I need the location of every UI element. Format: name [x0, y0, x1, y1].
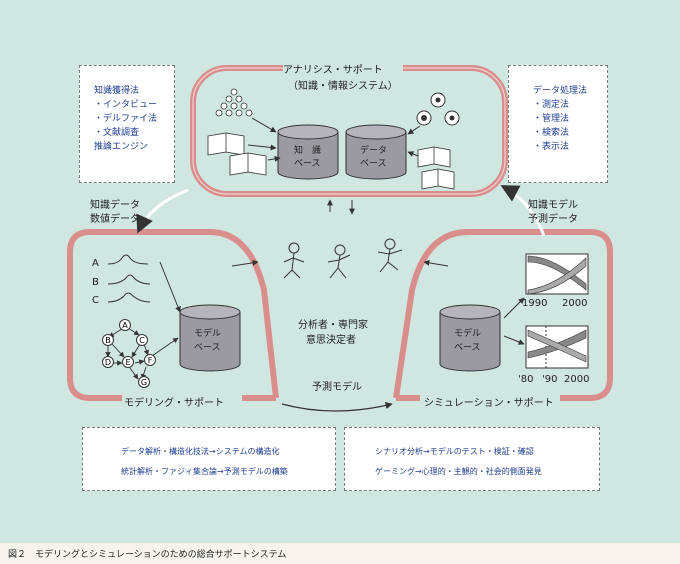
curve-label-a: A	[92, 258, 99, 269]
simulation-title: シミュレーション・サポート	[424, 398, 554, 409]
knowledge-base-label-2: ベース	[294, 159, 321, 169]
chart1-tick-1990: 1990	[522, 298, 548, 309]
graph-node-d: D	[102, 356, 114, 368]
analysis-subtitle: （知識・情報システム）	[288, 81, 398, 92]
svg-text:D: D	[105, 358, 111, 367]
knowledge-base-cylinder	[277, 124, 339, 180]
data-box-item: データ処理法	[533, 86, 588, 96]
right-flow-label-1: 知識モデル	[528, 200, 578, 211]
model-base-right-label-1: モデル	[454, 329, 482, 339]
right-flow-label-2: 予測データ	[528, 214, 578, 225]
data-base-cylinder	[345, 124, 407, 180]
chart2-tick-90: '90	[542, 374, 558, 385]
svg-text:C: C	[139, 336, 145, 345]
graph-node-a: A	[119, 319, 131, 331]
knowledge-methods-box: 知識獲得法 ・インタビュー ・デルファイ法 ・文献調査 推論エンジン	[79, 65, 175, 183]
svg-text:G: G	[141, 378, 147, 387]
sim-chart-1	[525, 253, 589, 295]
simulation-methods-line-2: ゲーミング→心理的・主観的・社会的側面発見	[375, 467, 542, 476]
graph-node-g: G	[138, 376, 150, 388]
knowledge-box-item: ・デルファイ法	[94, 114, 158, 124]
sim-chart-2	[525, 325, 589, 369]
knowledge-tree-icon	[215, 88, 253, 117]
model-base-left-label-1: モデル	[194, 329, 222, 339]
data-box-item: ・測定法	[533, 100, 570, 110]
analysis-arrows	[247, 117, 421, 215]
simulation-methods-box: シナリオ分析→モデルのテスト・検証・確認 ゲーミング→心理的・主観的・社会的側面…	[344, 427, 600, 491]
data-box-item: ・表示法	[533, 142, 570, 152]
curve-label-b: B	[92, 277, 99, 288]
analysis-title: アナリシス・サポート	[283, 65, 383, 76]
causal-graph-edges	[105, 327, 179, 380]
svg-text:E: E	[125, 358, 130, 367]
graph-node-f: F	[144, 354, 156, 366]
knowledge-box-item: ・文献調査	[94, 128, 140, 138]
flow-arrow-to-analysis	[500, 184, 546, 237]
knowledge-box-item: 知識獲得法	[94, 86, 140, 96]
data-base-label-1: データ	[360, 146, 388, 156]
chart2-tick-80: '80	[518, 374, 534, 385]
svg-text:B: B	[105, 336, 111, 345]
data-box-item: ・管理法	[533, 114, 570, 124]
modeling-title: モデリング・サポート	[124, 398, 224, 409]
chart2-tick-2000: 2000	[564, 374, 590, 385]
center-label-2: 意思決定者	[306, 335, 356, 346]
simulation-methods-line-1: シナリオ分析→モデルのテスト・検証・確認	[375, 447, 534, 456]
left-flow-label-2: 数値データ	[90, 214, 140, 225]
modeling-frame	[67, 229, 279, 401]
modeling-methods-line-2: 統計解析・ファジィ集合論→予測モデルの構築	[121, 467, 288, 476]
graph-node-b: B	[102, 334, 114, 346]
left-flow-label-1: 知識データ	[90, 200, 140, 211]
forecast-arrow	[281, 402, 393, 412]
flow-arrow-to-modeling	[136, 188, 189, 234]
figure-caption: 図２ モデリングとシミュレーションのための総合サポートシステム	[8, 550, 287, 560]
model-base-left-label-2: ベース	[194, 343, 221, 353]
model-base-cylinder-right	[439, 304, 501, 372]
data-box-item: ・検索法	[533, 128, 570, 138]
knowledge-base-label-1: 知 識	[294, 146, 322, 156]
curve-label-c: C	[92, 295, 99, 306]
graph-node-e: E	[122, 356, 134, 368]
graph-node-c: C	[136, 334, 148, 346]
model-base-right-label-2: ベース	[454, 343, 481, 353]
book-icon-2	[229, 152, 267, 176]
svg-text:A: A	[122, 321, 128, 330]
model-base-cylinder-left	[179, 304, 241, 372]
book-icon-3	[417, 146, 451, 168]
svg-text:F: F	[148, 356, 153, 365]
simulation-frame	[393, 229, 613, 401]
knowledge-box-item: ・インタビュー	[94, 100, 158, 110]
data-base-label-2: ベース	[360, 159, 387, 169]
disk-icon	[416, 92, 460, 126]
sim-arrows	[231, 259, 525, 345]
center-label-1: 分析者・専門家	[298, 320, 368, 331]
data-methods-box: データ処理法 ・測定法 ・管理法 ・検索法 ・表示法	[508, 65, 608, 183]
distribution-curves	[107, 254, 181, 313]
forecast-model-label: 予測モデル	[312, 382, 362, 393]
analyst-figures	[283, 238, 403, 279]
knowledge-box-item: 推論エンジン	[94, 142, 149, 152]
book-icon-4	[421, 168, 455, 190]
modeling-methods-line-1: データ解析・構造化技法→システムの構造化	[121, 447, 280, 456]
modeling-methods-box: データ解析・構造化技法→システムの構造化 統計解析・ファジィ集合論→予測モデルの…	[82, 427, 336, 491]
chart1-tick-2000: 2000	[562, 298, 588, 309]
book-icon-1	[207, 132, 245, 156]
